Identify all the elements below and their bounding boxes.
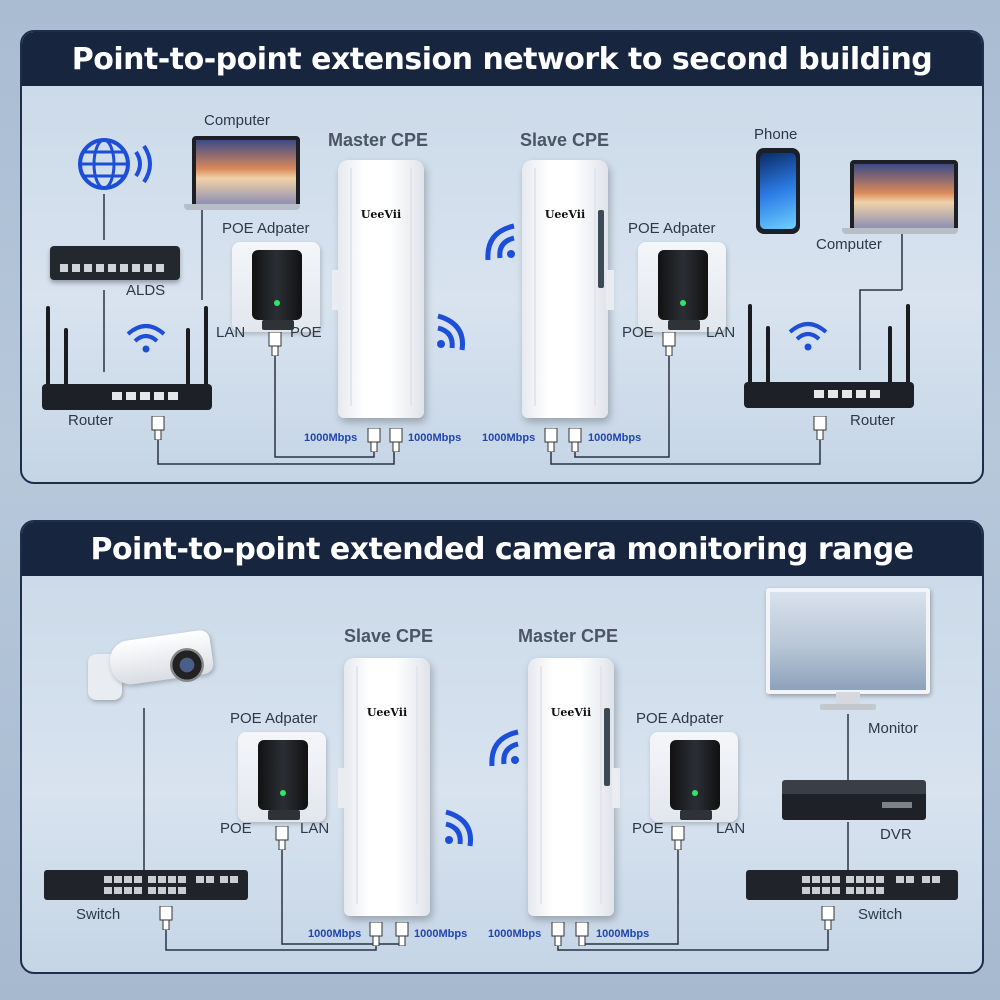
master-cpe-title: Master CPE: [328, 130, 429, 150]
ethernet-plug-icon: [275, 826, 289, 850]
alds-label: ALDS: [126, 282, 166, 299]
brand-logo: UeeVii: [544, 208, 586, 221]
wifi-signal-icon: [485, 223, 515, 261]
switch-right-label: Switch: [858, 906, 903, 923]
poe-adapter-left: [232, 242, 320, 332]
wifi-signal-icon: [788, 322, 828, 351]
ethernet-plug-icon: [159, 906, 173, 930]
speed-label: 1000Mbps: [488, 928, 542, 940]
ethernet-plug-icon: [395, 922, 409, 946]
poe-adapter-left: [238, 732, 326, 822]
laptop-right: [842, 160, 958, 236]
slave-cpe-device: UeeVii: [338, 658, 430, 916]
lan-right-label: LAN: [716, 820, 746, 837]
master-cpe-device: UeeVii: [528, 658, 620, 916]
ethernet-plug-icon: [544, 428, 558, 452]
phone-label: Phone: [754, 126, 798, 143]
brand-logo: UeeVii: [550, 706, 592, 719]
poe-adapter-right: [638, 242, 726, 332]
laptop-left: [184, 136, 300, 212]
speed-label: 1000Mbps: [304, 432, 358, 444]
speed-label: 1000Mbps: [596, 928, 650, 940]
slave-cpe-title: Slave CPE: [344, 626, 434, 646]
poe-adapter-right-label: POE Adpater: [628, 220, 716, 237]
ethernet-plug-icon: [369, 922, 383, 946]
router-left: [42, 300, 212, 410]
switch-left-label: Switch: [76, 906, 121, 923]
phone-icon: [756, 148, 800, 234]
ethernet-plug-icon: [151, 416, 165, 440]
ethernet-plug-icon: [821, 906, 835, 930]
monitor-icon: [766, 588, 930, 716]
ethernet-plug-icon: [568, 428, 582, 452]
slave-cpe-device: UeeVii: [522, 160, 614, 418]
master-cpe-title: Master CPE: [518, 626, 619, 646]
brand-logo: UeeVii: [366, 706, 408, 719]
poe-right-label: POE: [622, 324, 654, 341]
speed-label: 1000Mbps: [308, 928, 362, 940]
alds-device: [50, 240, 180, 282]
ethernet-plug-icon: [367, 428, 381, 452]
lan-left-label: LAN: [300, 820, 330, 837]
computer-right-label: Computer: [816, 236, 882, 253]
switch-right: [746, 870, 958, 900]
speed-label: 1000Mbps: [408, 432, 462, 444]
wifi-signal-icon: [489, 729, 519, 767]
poe-adapter-right-label: POE Adpater: [636, 710, 724, 727]
panel-extension-network: Point-to-point extension network to seco…: [20, 30, 984, 484]
panel-camera-monitoring: Point-to-point extended camera monitorin…: [20, 520, 984, 974]
speed-label: 1000Mbps: [588, 432, 642, 444]
wifi-signal-icon: [126, 324, 166, 353]
poe-left-label: POE: [290, 324, 322, 341]
ethernet-plug-icon: [268, 332, 282, 356]
monitor-label: Monitor: [868, 720, 919, 737]
slave-cpe-title: Slave CPE: [520, 130, 610, 150]
dvr-label: DVR: [880, 826, 912, 843]
ethernet-plug-icon: [551, 922, 565, 946]
poe-adapter-left-label: POE Adpater: [222, 220, 310, 237]
panel-title: Point-to-point extension network to seco…: [22, 32, 982, 86]
lan-left-label: LAN: [216, 324, 246, 341]
ethernet-plug-icon: [813, 416, 827, 440]
ethernet-plug-icon: [662, 332, 676, 356]
ethernet-plug-icon: [389, 428, 403, 452]
dvr-device: [782, 780, 926, 820]
ethernet-plug-icon: [671, 826, 685, 850]
router-right-label: Router: [850, 412, 896, 429]
poe-adapter-left-label: POE Adpater: [230, 710, 318, 727]
wifi-signal-icon: [445, 809, 473, 847]
connection-wires: [103, 194, 903, 465]
ethernet-plug-icon: [575, 922, 589, 946]
router-right: [744, 298, 914, 408]
brand-logo: UeeVii: [360, 208, 402, 221]
camera-icon: [80, 628, 220, 710]
panel-title: Point-to-point extended camera monitorin…: [22, 522, 982, 576]
switch-left: [44, 870, 248, 900]
poe-adapter-right: [650, 732, 738, 822]
wifi-signal-icon: [437, 313, 465, 351]
poe-right-label: POE: [632, 820, 664, 837]
poe-left-label: POE: [220, 820, 252, 837]
router-left-label: Router: [68, 412, 114, 429]
master-cpe-device: UeeVii: [332, 160, 424, 418]
globe-icon: [78, 138, 152, 190]
speed-label: 1000Mbps: [482, 432, 536, 444]
lan-right-label: LAN: [706, 324, 736, 341]
speed-label: 1000Mbps: [414, 928, 468, 940]
computer-left-label: Computer: [204, 112, 270, 129]
